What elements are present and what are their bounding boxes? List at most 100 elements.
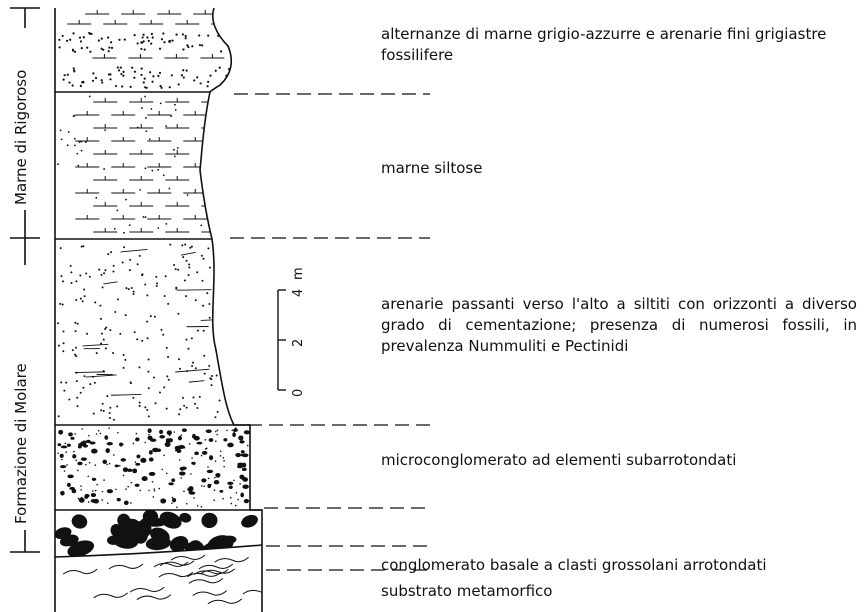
alternanze-dot: [140, 74, 142, 76]
arenarie-dot: [216, 375, 218, 377]
arenarie-dot: [146, 409, 148, 411]
arenarie-dot: [62, 280, 64, 282]
arenarie-dot: [188, 263, 190, 265]
arenarie-dot: [113, 265, 115, 267]
arenarie-dot: [208, 365, 210, 367]
alternanze-dot: [107, 36, 109, 38]
marne-siltose-dot: [114, 228, 116, 230]
arenarie-dot: [71, 282, 73, 284]
microconglomerato-grain: [91, 493, 96, 497]
arenarie-dot: [148, 387, 150, 389]
microconglomerato-grain: [78, 445, 82, 448]
microconglomerato-dot: [186, 503, 188, 505]
microconglomerato-grain: [202, 451, 208, 455]
arenarie-dot: [141, 340, 143, 342]
arenarie-dot: [230, 336, 232, 338]
microconglomerato-grain: [192, 434, 196, 439]
alternanze-dot: [131, 67, 133, 69]
arenarie-lamina: [83, 344, 109, 346]
arenarie-dot: [179, 408, 181, 410]
arenarie-dot: [109, 417, 111, 419]
alternanze-dot: [146, 87, 148, 89]
microconglomerato-grain: [135, 463, 140, 466]
microconglomerato-dot: [226, 430, 228, 432]
microconglomerato-dot: [130, 502, 132, 504]
marne-siltose-dot: [169, 188, 171, 190]
arenarie-dot: [238, 398, 240, 400]
microconglomerato-dot: [122, 443, 124, 445]
microconglomerato-dot: [180, 477, 182, 479]
substrato-foliation: [130, 587, 164, 592]
arenarie-dot: [188, 267, 190, 269]
arenarie-dot: [82, 300, 84, 302]
arenarie-dot: [103, 410, 105, 412]
alternanze-dot: [160, 87, 162, 89]
microconglomerato-grain: [135, 437, 139, 441]
microconglomerato-dot: [57, 452, 59, 454]
marne-siltose-dot: [95, 197, 97, 199]
arenarie-dot: [197, 330, 199, 332]
arenarie-dot: [162, 334, 164, 336]
microconglomerato-grain: [175, 446, 181, 450]
arenarie-dot: [117, 298, 119, 300]
alternanze-dot: [182, 48, 184, 50]
microconglomerato-dot: [193, 464, 195, 466]
arenarie-dot: [224, 350, 226, 352]
microconglomerato-dot: [136, 433, 138, 435]
arenarie-dot: [138, 366, 140, 368]
microconglomerato-dot: [88, 435, 90, 437]
microconglomerato-dot: [130, 482, 132, 484]
alternanze-dot: [134, 71, 136, 73]
microconglomerato-grain: [244, 430, 250, 434]
arenarie-dot: [192, 362, 194, 364]
microconglomerato-grain: [107, 442, 113, 445]
microconglomerato-dot: [231, 430, 233, 432]
alternanze-dot: [169, 86, 171, 88]
marne-siltose-dot: [240, 218, 242, 220]
alternanze-dot: [109, 78, 111, 80]
marne-siltose-dot: [157, 169, 159, 171]
arenarie-dot: [199, 396, 201, 398]
layer-substrato-label: substrato metamorfico: [381, 581, 851, 602]
marne-siltose-dot: [137, 127, 139, 129]
alternanze-dot: [215, 70, 217, 72]
alternanze-dot: [80, 40, 82, 42]
arenarie-dot: [65, 382, 67, 384]
microconglomerato-grain: [58, 430, 63, 435]
microconglomerato-dot: [223, 466, 225, 468]
layer-conglomerato-label: conglomerato basale a clasti grossolani …: [381, 555, 857, 576]
alternanze-dot: [63, 79, 65, 81]
microconglomerato-grain: [237, 465, 243, 469]
microconglomerato-dot: [87, 476, 89, 478]
substrato-foliation: [199, 564, 233, 569]
arenarie-dot: [194, 403, 196, 405]
arenarie-dot: [168, 379, 170, 381]
arenarie-dot: [80, 392, 82, 394]
arenarie-dot: [60, 275, 62, 277]
microconglomerato-grain: [60, 454, 64, 458]
microconglomerato-grain: [159, 430, 163, 434]
arenarie-dot: [101, 274, 103, 276]
arenarie-dot: [125, 314, 127, 316]
arenarie-dot: [62, 304, 64, 306]
marne-siltose-dot: [143, 216, 145, 218]
microconglomerato-dot: [148, 490, 150, 492]
arenarie-dot: [113, 419, 115, 421]
arenarie-dot: [101, 333, 103, 335]
microconglomerato-dot: [96, 484, 98, 486]
alternanze-dot: [238, 38, 240, 40]
microconglomerato-dot: [201, 455, 203, 457]
microconglomerato-dot: [133, 443, 135, 445]
arenarie-dot: [103, 272, 105, 274]
arenarie-dot: [222, 316, 224, 318]
microconglomerato-dot: [247, 445, 249, 447]
microconglomerato-dot: [113, 454, 115, 456]
microconglomerato-dot: [95, 464, 97, 466]
arenarie-dot: [220, 332, 222, 334]
arenarie-dot: [119, 333, 121, 335]
layer-microconglomerato-pattern: [57, 427, 250, 508]
layer-substrato-pattern: [63, 555, 277, 604]
arenarie-dot: [163, 386, 165, 388]
alternanze-dot: [151, 33, 153, 35]
arenarie-dot: [188, 274, 190, 276]
